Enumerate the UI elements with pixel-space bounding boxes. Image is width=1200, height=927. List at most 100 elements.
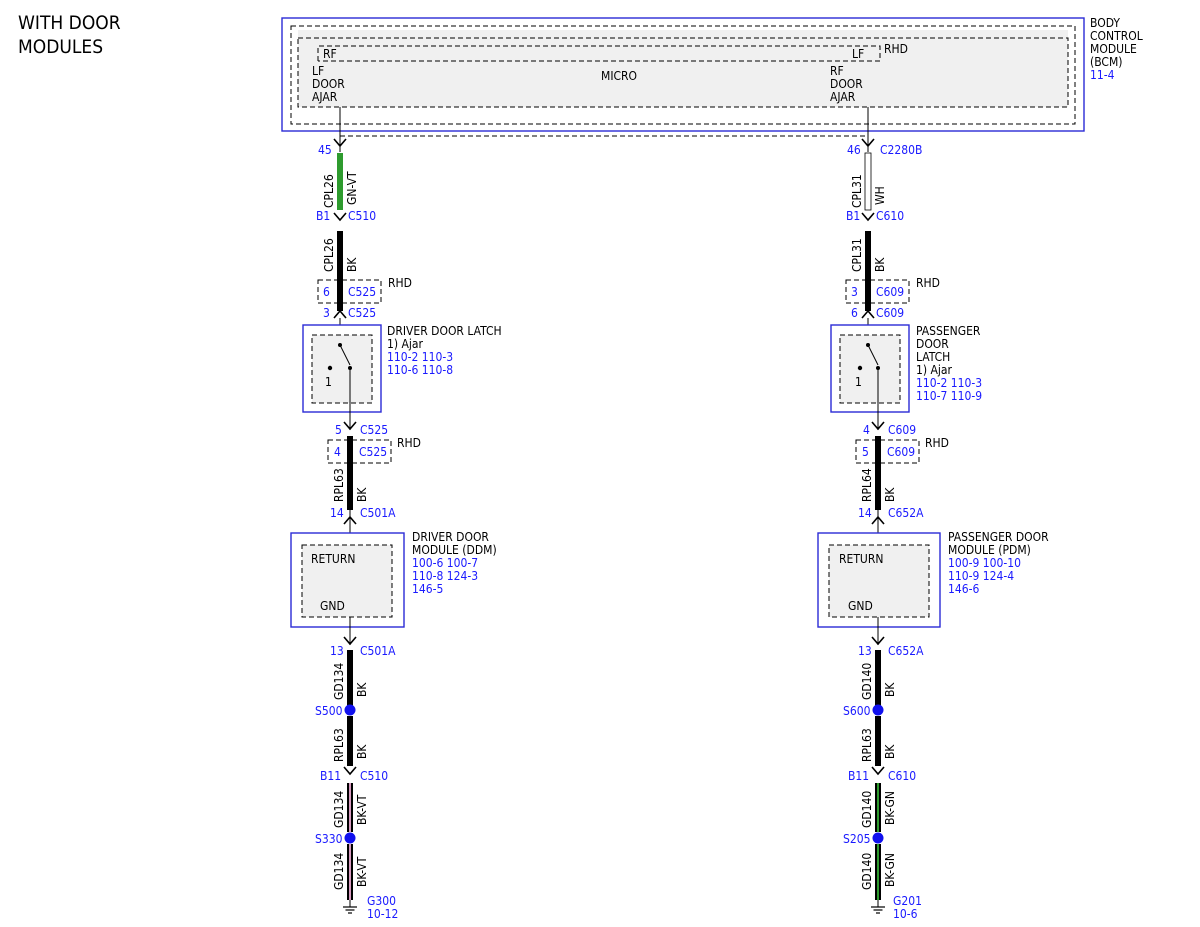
right-bcm-conn: C2280B	[880, 143, 922, 157]
left-c510-top-pin: B1	[316, 209, 330, 223]
left-wire4-circuit: GD134	[332, 663, 346, 700]
right-wire4-bk	[875, 650, 881, 706]
right-rhd-top-conn: C609	[876, 285, 904, 299]
passenger-latch-ref-1: 110-2 110-3	[916, 376, 982, 390]
right-splice-s205	[872, 832, 884, 844]
bcm-lf-door-ajar-3: AJAR	[312, 90, 338, 104]
driver-latch-switch	[339, 344, 351, 366]
right-wire1-color: WH	[873, 186, 887, 205]
left-c510-bot-conn: C510	[360, 769, 388, 783]
right-wire2-bk	[865, 231, 871, 311]
pdm-gnd-label: GND	[848, 599, 873, 613]
bcm-rf-label: RF	[323, 47, 337, 61]
ddm-ref-3: 146-5	[412, 582, 443, 596]
left-splice-s500	[344, 704, 356, 716]
passenger-latch-name-1: PASSENGER	[916, 324, 981, 338]
pdm-return-label: RETURN	[839, 552, 883, 566]
left-splice1-label: S500	[315, 704, 343, 718]
right-module-out-conn: C652A	[888, 644, 924, 658]
left-wire3-bk	[347, 436, 353, 510]
bcm-name-3: MODULE	[1090, 42, 1137, 56]
right-wire5-bk	[875, 716, 881, 766]
left-rhd-box-bottom	[327, 439, 392, 464]
right-bcm-pin: 46	[847, 143, 861, 157]
right-splice1-label: S600	[843, 704, 871, 718]
left-wire4-bk	[347, 650, 353, 706]
right-wire6-color: BK-GN	[883, 791, 897, 825]
passenger-latch-switch	[867, 344, 879, 366]
right-rhd-box-bottom	[855, 439, 920, 464]
left-latch-out-pin: 5	[335, 423, 342, 437]
ddm-return-label: RETURN	[311, 552, 355, 566]
bcm-lf-door-ajar-2: DOOR	[312, 77, 345, 91]
left-rhd-bot-pin: 4	[334, 445, 341, 459]
diagram-title-line1: WITH DOOR	[18, 12, 121, 34]
right-rhd-box-top	[845, 279, 910, 304]
driver-latch-ref-2: 110-6 110-8	[387, 363, 453, 377]
right-module-in-conn: C652A	[888, 506, 924, 520]
right-wire5-circuit: RPL63	[860, 728, 874, 762]
left-rhd-top-tag: RHD	[388, 276, 412, 290]
left-c510-bot-pin: B11	[320, 769, 341, 783]
right-splice2-label: S205	[843, 832, 870, 846]
ddm-gnd-label: GND	[320, 599, 345, 613]
pdm-name-2: MODULE (PDM)	[948, 543, 1031, 557]
left-rhd-top-pin: 6	[323, 285, 330, 299]
passenger-latch-name-3: LATCH	[916, 350, 950, 364]
driver-latch-item: 1) Ajar	[387, 337, 424, 351]
left-module-out-pin: 13	[330, 644, 344, 658]
right-latch-in-conn: C609	[876, 306, 904, 320]
left-wire2-circuit: CPL26	[322, 238, 336, 272]
left-module-in-conn: C501A	[360, 506, 396, 520]
left-bcm-pin: 45	[318, 143, 332, 157]
ddm-name-1: DRIVER DOOR	[412, 530, 489, 544]
left-wire6-color: BK-VT	[355, 794, 369, 825]
ddm-ref-1: 100-6 100-7	[412, 556, 478, 570]
bcm-rf-door-ajar-2: DOOR	[830, 77, 863, 91]
right-wire3-circuit: RPL64	[860, 468, 874, 502]
right-wire3-bk	[875, 436, 881, 510]
left-wire3-color: BK	[355, 487, 369, 502]
right-rhd-bot-tag: RHD	[925, 436, 949, 450]
bcm-name-1: BODY	[1090, 16, 1120, 30]
bcm-rf-door-ajar-1: RF	[830, 64, 844, 78]
right-rhd-bot-conn: C609	[887, 445, 915, 459]
right-wire3-color: BK	[883, 487, 897, 502]
right-wire2-color: BK	[873, 257, 887, 272]
left-branch: 45 CPL26 GN-VT B1 C510 CPL26 BK 6 C525 R…	[290, 107, 502, 921]
bcm-micro-label: MICRO	[601, 69, 637, 83]
bcm-lf-door-ajar-1: LF	[312, 64, 324, 78]
right-module-out-pin: 13	[858, 644, 872, 658]
left-wire7-color: BK-VT	[355, 856, 369, 887]
passenger-latch-switch-label: 1	[855, 375, 862, 389]
passenger-latch-ref-2: 110-7 110-9	[916, 389, 982, 403]
left-wire1-gn-vt	[337, 153, 343, 210]
right-wire7-color: BK-GN	[883, 853, 897, 887]
right-wire7-circuit: GD140	[860, 853, 874, 890]
right-branch: 46 C2280B CPL31 WH B1 C610 CPL31 BK 3 C6…	[817, 107, 1049, 921]
right-wire6-circuit: GD140	[860, 791, 874, 828]
left-rhd-bot-conn: C525	[359, 445, 387, 459]
left-wire7-circuit: GD134	[332, 853, 346, 890]
right-ground-symbol	[871, 900, 885, 914]
bcm-rf-door-ajar-3: AJAR	[830, 90, 856, 104]
right-ground-id: G201	[893, 894, 922, 908]
left-latch-in-conn: C525	[348, 306, 376, 320]
left-module-in-pin: 14	[330, 506, 344, 520]
right-wire4-circuit: GD140	[860, 663, 874, 700]
left-rhd-box-top	[317, 279, 382, 304]
driver-latch-switch-label: 1	[325, 375, 332, 389]
bcm-name-4: (BCM)	[1090, 55, 1122, 69]
right-wire1-wh	[864, 152, 872, 211]
bcm-ref: 11-4	[1090, 68, 1115, 82]
left-wire2-color: BK	[345, 257, 359, 272]
right-latch-out-pin: 4	[863, 423, 870, 437]
right-wire4-color: BK	[883, 682, 897, 697]
left-rhd-top-conn: C525	[348, 285, 376, 299]
bcm-lf-label: LF	[852, 47, 864, 61]
pdm-name-1: PASSENGER DOOR	[948, 530, 1049, 544]
left-rhd-bot-tag: RHD	[397, 436, 421, 450]
left-splice2-label: S330	[315, 832, 343, 846]
right-ground-ref: 10-6	[893, 907, 918, 921]
